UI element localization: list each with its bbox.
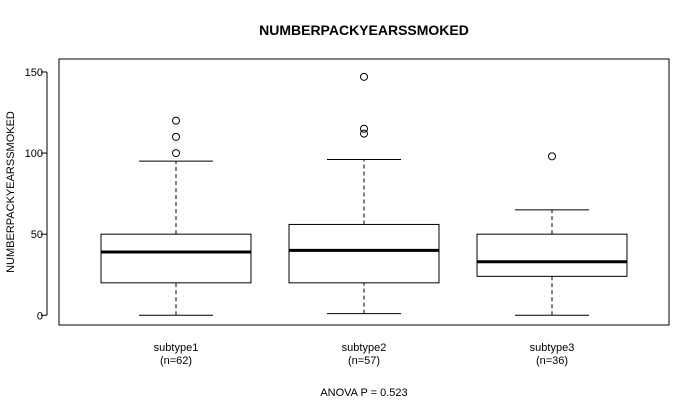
y-tick-label: 0 xyxy=(37,310,43,322)
outlier-point xyxy=(360,72,368,81)
x-axis-label: ANOVA P = 0.523 xyxy=(320,387,407,399)
outlier-point xyxy=(172,132,180,141)
iqr-box xyxy=(100,233,252,284)
box-subtype3 xyxy=(476,152,628,316)
plot-frame xyxy=(58,58,670,326)
category-labels: subtype1(n=62) subtype2(n=57) subtype3(n=3… xyxy=(154,342,575,367)
boxes-layer xyxy=(100,72,628,316)
y-tick-label: 150 xyxy=(25,67,43,79)
outlier-point xyxy=(360,129,368,138)
y-tick-label: 100 xyxy=(25,148,43,160)
outlier-point xyxy=(360,124,368,133)
category-count: (n=57) xyxy=(348,355,380,367)
outlier-point xyxy=(172,149,180,158)
chart-title: NUMBERPACKYEARSSMOKED xyxy=(259,22,469,38)
y-tick-label: 50 xyxy=(31,229,43,241)
category-name: subtype2 xyxy=(342,342,387,354)
y-axis: 0 50 100 150 xyxy=(25,67,48,322)
box-subtype1 xyxy=(100,116,252,316)
box-subtype2 xyxy=(288,72,440,315)
category-count: (n=62) xyxy=(160,355,192,367)
category-name: subtype1 xyxy=(154,342,199,354)
iqr-box xyxy=(288,223,440,284)
outlier-point xyxy=(548,152,556,161)
category-count: (n=36) xyxy=(536,355,568,367)
outlier-point xyxy=(172,116,180,125)
iqr-box xyxy=(476,233,628,277)
category-name: subtype3 xyxy=(530,342,575,354)
y-axis-label: NUMBERPACKYEARSSMOKED xyxy=(5,111,17,273)
